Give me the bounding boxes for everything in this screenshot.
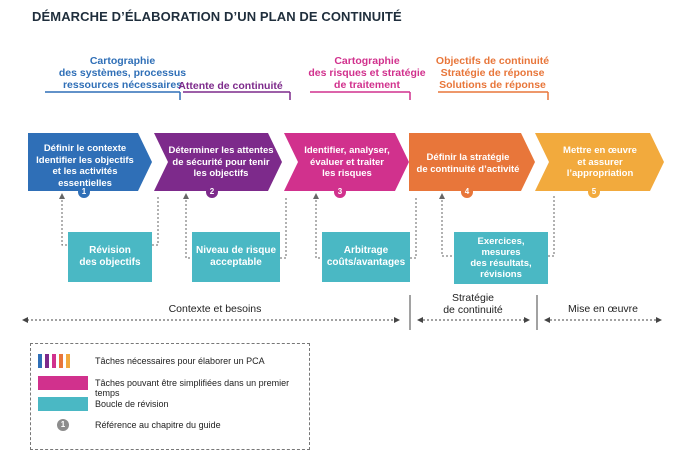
diagram-title: DÉMARCHE D’ÉLABORATION D’UN PLAN DE CONT…	[32, 9, 402, 24]
step-3-arrow	[284, 133, 409, 191]
phase-range-arrowheads	[22, 317, 662, 323]
step-2-text: Déterminer les attentes de sécurité pour…	[168, 145, 274, 179]
step-5-arrow	[535, 133, 664, 191]
step-2-arrow	[154, 133, 282, 191]
top-label-4: Objectifs de continuité Stratégie de rép…	[435, 55, 550, 91]
step-4-number: 4	[461, 186, 473, 198]
step-3-number: 3	[334, 186, 346, 198]
step-4-arrow	[409, 133, 535, 191]
step-1-number: 1	[78, 186, 90, 198]
legend-swatch-revision	[38, 397, 88, 411]
revision-box-3: Arbitrage coûts/avantages	[322, 232, 410, 282]
phase-label-implementation: Mise en œuvre	[567, 303, 639, 315]
legend-swatches	[38, 354, 88, 411]
legend-item-required: Tâches nécessaires pour élaborer un PCA	[95, 356, 265, 366]
legend-swatch-required	[38, 354, 70, 368]
phase-label-context: Contexte et besoins	[168, 303, 262, 315]
legend-item-reference: Référence au chapitre du guide	[95, 420, 221, 430]
legend-item-simplifiable: Tâches pouvant être simplifiées dans un …	[95, 378, 290, 398]
step-5-number: 5	[588, 186, 600, 198]
step-3-text: Identifier, analyser, évaluer et traiter…	[304, 145, 390, 179]
step-4-text: Définir la stratégie de continuité d’act…	[416, 152, 520, 175]
revision-loop-connectors	[61, 196, 555, 259]
revision-box-1: Révision des objectifs	[68, 232, 152, 282]
step-2-number: 2	[206, 186, 218, 198]
step-1-arrow	[28, 133, 152, 191]
legend: 1 Tâches nécessaires pour élaborer un PC…	[30, 343, 310, 450]
top-label-3: Cartographie des risques et stratégie de…	[308, 55, 426, 91]
legend-ref-number: 1	[57, 419, 69, 431]
phase-label-strategy: Stratégie de continuité	[443, 292, 503, 316]
top-label-underlines	[45, 91, 549, 100]
revision-box-4: Exercices, mesures des résultats, révisi…	[454, 232, 548, 284]
legend-swatch-simplifiable	[38, 376, 88, 390]
legend-item-revision: Boucle de révision	[95, 399, 169, 409]
step-5-text: Mettre en œuvre et assurer l’appropriati…	[563, 145, 637, 179]
top-label-2: Attente de continuité	[178, 80, 283, 92]
revision-box-2: Niveau de risque acceptable	[192, 232, 280, 282]
revision-loop-arrowheads	[59, 193, 445, 199]
step-1-text: Définir le contexte Identifier les objec…	[36, 143, 134, 189]
top-label-1: Cartographie des systèmes, processus res…	[58, 55, 187, 91]
